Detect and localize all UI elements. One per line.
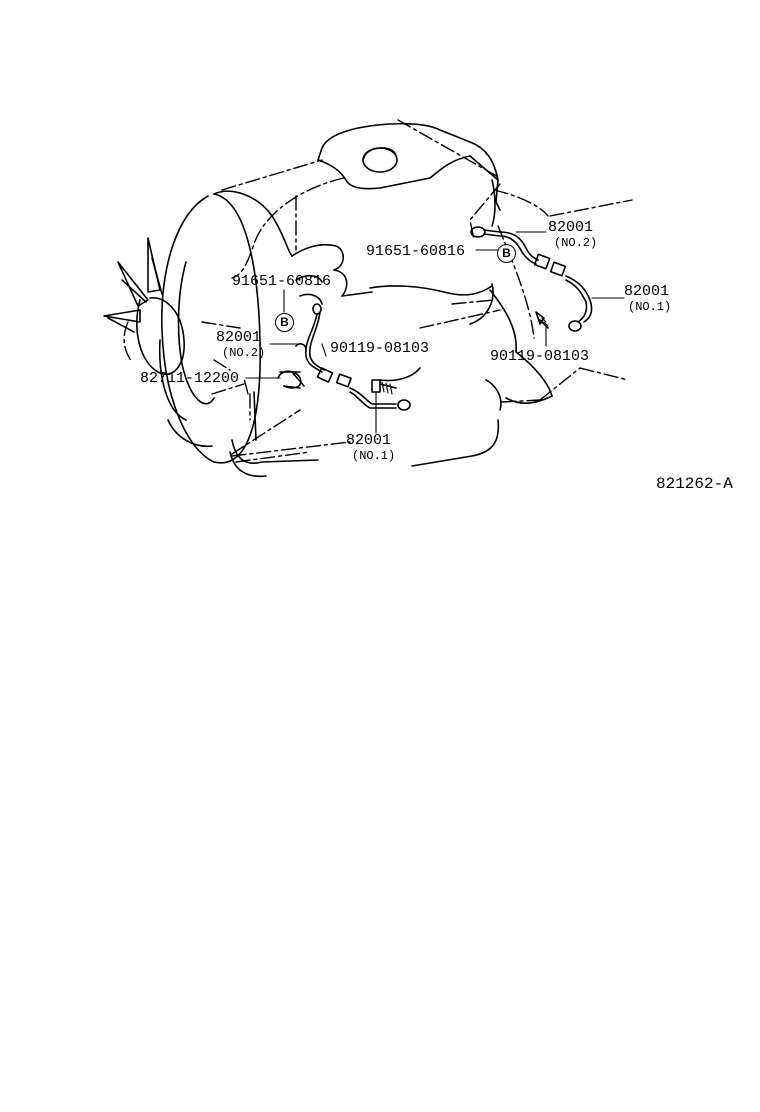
part-number-82001-no2-left: 82001: [216, 329, 262, 346]
part-suffix-no1-left: (NO.1): [352, 449, 396, 463]
left-cable-no2: [304, 303, 334, 383]
part-number-82711: 82711-12200: [140, 370, 240, 387]
part-number-91651-right: 91651-60816: [366, 243, 466, 260]
part-number-82001-no1-right: 82001: [624, 283, 670, 300]
part-number-82001-no2-right: 82001: [548, 219, 594, 236]
right-cable-no1: [549, 261, 593, 332]
part-number-90119-right: 90119-08103: [490, 348, 590, 365]
b-badge-right: B: [497, 244, 516, 263]
part-suffix-no2-right: (NO.2): [554, 236, 598, 250]
part-suffix-no2-left: (NO.2): [222, 346, 266, 360]
right-bolt-90119: [535, 311, 549, 329]
fan-blades: [103, 237, 185, 375]
left-bolt-90119: [371, 379, 397, 395]
part-number-90119-left: 90119-08103: [330, 340, 430, 357]
engine-block: [213, 122, 553, 478]
right-cable-no2: [470, 226, 551, 270]
part-suffix-no1-right: (NO.1): [628, 300, 672, 314]
leader-lines: [245, 231, 625, 434]
part-number-91651-left: 91651-60816: [232, 273, 332, 290]
part-number-82001-no1-left: 82001: [346, 432, 392, 449]
left-cable-no1: [335, 373, 411, 411]
b-badge-left: B: [275, 313, 294, 332]
left-clip-82711: [277, 370, 305, 389]
figure-reference: 821262-A: [656, 475, 733, 493]
phantom-lines: [123, 119, 633, 463]
front-pulley: [158, 193, 261, 464]
